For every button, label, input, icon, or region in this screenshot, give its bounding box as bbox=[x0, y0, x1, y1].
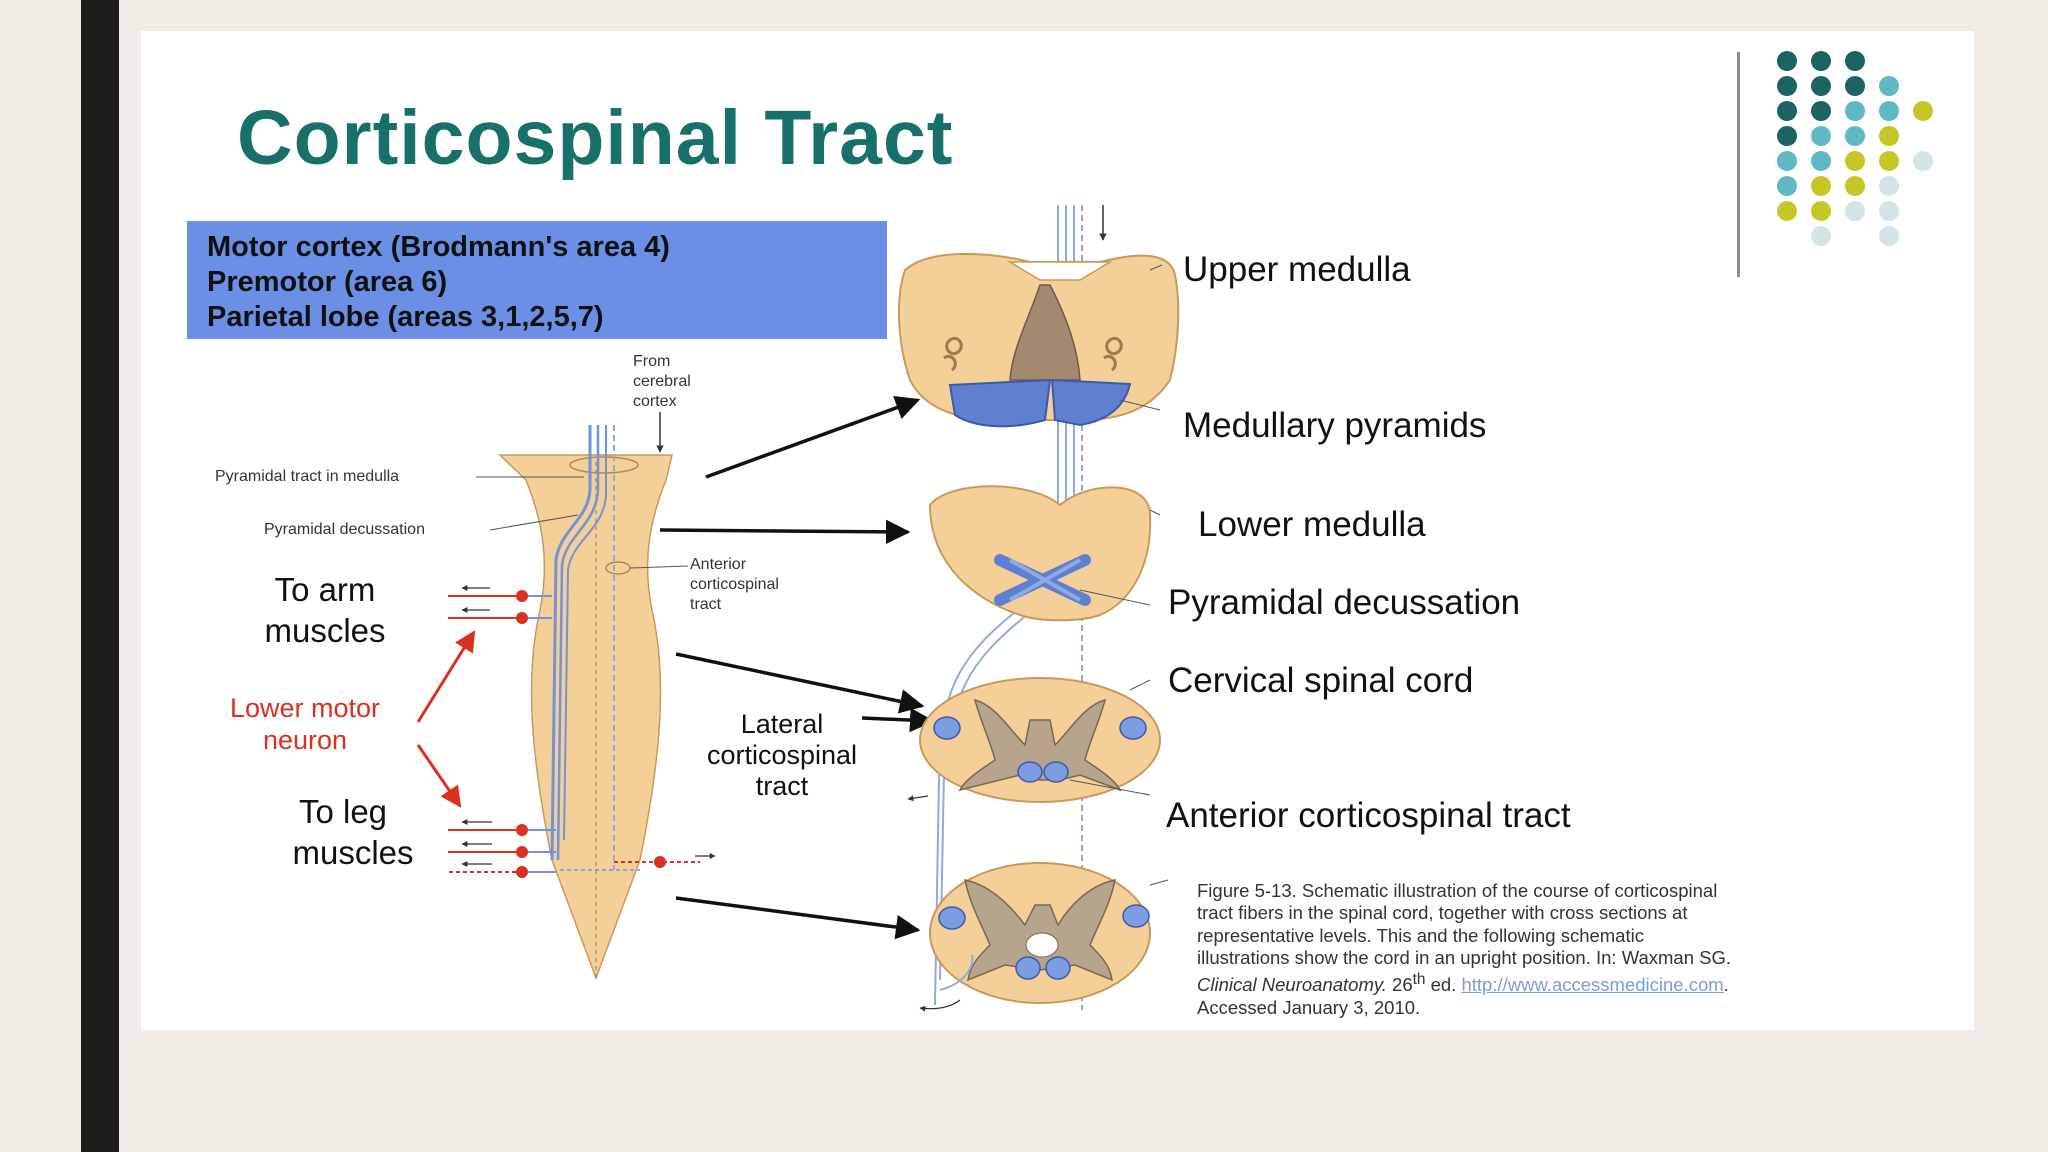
decorative-dot bbox=[1777, 51, 1797, 71]
label-anterior-corticospinal-tract: Anterior corticospinal tract bbox=[1166, 796, 1571, 835]
decorative-dot bbox=[1879, 176, 1899, 196]
caption-line: Accessed January 3, 2010. bbox=[1197, 996, 1421, 1018]
label-lower-medulla: Lower medulla bbox=[1198, 505, 1426, 544]
caption-link[interactable]: http://www.accessmedicine.com bbox=[1461, 974, 1724, 996]
decorative-dot bbox=[1811, 101, 1831, 121]
decorative-dot bbox=[1777, 126, 1797, 146]
caption-edition: 26 bbox=[1386, 974, 1413, 996]
decorative-dot bbox=[1879, 151, 1899, 171]
decorative-dot bbox=[1879, 101, 1899, 121]
decorative-dot bbox=[1811, 226, 1831, 246]
label-cervical-spinal-cord: Cervical spinal cord bbox=[1168, 661, 1474, 700]
origin-area-line: Motor cortex (Brodmann's area 4) bbox=[207, 231, 670, 263]
decorative-dot bbox=[1811, 201, 1831, 221]
origin-areas-box: Motor cortex (Brodmann's area 4) Premoto… bbox=[187, 221, 887, 339]
longitudinal-spinal-cord bbox=[448, 412, 716, 981]
label-pyramidal-tract-in-medulla: Pyramidal tract in medulla bbox=[215, 468, 400, 485]
decorative-dot bbox=[1845, 151, 1865, 171]
label-lateral-tract: Lateral bbox=[740, 709, 824, 739]
decorative-dot bbox=[1879, 126, 1899, 146]
label-anterior-tract: corticospinal bbox=[690, 576, 779, 593]
label-pyramidal-decussation-small: Pyramidal decussation bbox=[264, 521, 425, 538]
label-upper-medulla: Upper medulla bbox=[1183, 250, 1411, 289]
decorative-dot bbox=[1777, 201, 1797, 221]
decorative-dot bbox=[1845, 101, 1865, 121]
label-to-arm-muscles: To arm bbox=[274, 571, 376, 608]
decorative-dot bbox=[1879, 226, 1899, 246]
caption-line: tract fibers in the spinal cord, togethe… bbox=[1197, 902, 1688, 924]
label-from-cortex: cerebral bbox=[633, 373, 691, 390]
label-lower-motor-neuron: Lower motor bbox=[229, 693, 381, 723]
label-to-leg-muscles: muscles bbox=[292, 834, 414, 871]
decorative-dot bbox=[1845, 201, 1865, 221]
decorative-dot bbox=[1811, 126, 1831, 146]
decorative-dot bbox=[1879, 201, 1899, 221]
decorative-dot bbox=[1777, 151, 1797, 171]
label-pyramidal-decussation: Pyramidal decussation bbox=[1168, 583, 1521, 622]
caption-citation-line: Clinical Neuroanatomy. 26th ed. http://w… bbox=[1197, 969, 1937, 996]
decorative-divider bbox=[1737, 52, 1740, 277]
label-from-cortex: From bbox=[633, 353, 671, 370]
cervical-cord-section bbox=[907, 677, 1161, 803]
label-lateral-tract: tract bbox=[755, 771, 809, 801]
origin-area-line: Premotor (area 6) bbox=[207, 266, 448, 298]
decorative-dot bbox=[1913, 151, 1933, 171]
label-to-leg-muscles: To leg bbox=[298, 793, 388, 830]
decorative-dot bbox=[1777, 101, 1797, 121]
caption-book-title: Clinical Neuroanatomy. bbox=[1197, 974, 1387, 996]
decorative-dot bbox=[1845, 126, 1865, 146]
origin-area-line: Parietal lobe (areas 3,1,2,5,7) bbox=[207, 301, 604, 333]
decorative-dot bbox=[1811, 76, 1831, 96]
left-accent-bar bbox=[81, 0, 119, 1152]
caption-line: illustrations show the cord in an uprigh… bbox=[1197, 946, 1732, 968]
label-lower-motor-neuron: neuron bbox=[262, 725, 348, 755]
caption-edition-suffix: th bbox=[1412, 971, 1426, 989]
decorative-dot bbox=[1811, 176, 1831, 196]
label-medullary-pyramids: Medullary pyramids bbox=[1183, 406, 1487, 445]
decorative-dot bbox=[1913, 101, 1933, 121]
caption-period: . bbox=[1723, 974, 1729, 996]
label-lateral-tract: corticospinal bbox=[706, 740, 858, 770]
caption-line: Figure 5-13. Schematic illustration of t… bbox=[1197, 880, 1718, 901]
lower-cord-section bbox=[919, 862, 1169, 1012]
decorative-dot bbox=[1811, 151, 1831, 171]
caption-ed: ed. bbox=[1425, 974, 1462, 996]
label-to-arm-muscles: muscles bbox=[264, 612, 386, 649]
caption-line: representative levels. This and the foll… bbox=[1197, 924, 1644, 946]
figure-caption: Figure 5-13. Schematic illustration of t… bbox=[1197, 880, 1937, 1019]
decorative-dot bbox=[1879, 76, 1899, 96]
label-anterior-tract: tract bbox=[690, 596, 722, 613]
decorative-dot bbox=[1845, 176, 1865, 196]
upper-medulla-section bbox=[898, 253, 1180, 428]
lower-medulla-section bbox=[928, 485, 1161, 622]
decorative-dot bbox=[1777, 76, 1797, 96]
decorative-dot bbox=[1811, 51, 1831, 71]
label-from-cortex: cortex bbox=[633, 393, 677, 410]
decorative-dot bbox=[1845, 76, 1865, 96]
slide-title: Corticospinal Tract bbox=[237, 95, 954, 181]
decorative-dot bbox=[1845, 51, 1865, 71]
decorative-dot bbox=[1777, 176, 1797, 196]
label-anterior-tract: Anterior bbox=[690, 556, 747, 573]
